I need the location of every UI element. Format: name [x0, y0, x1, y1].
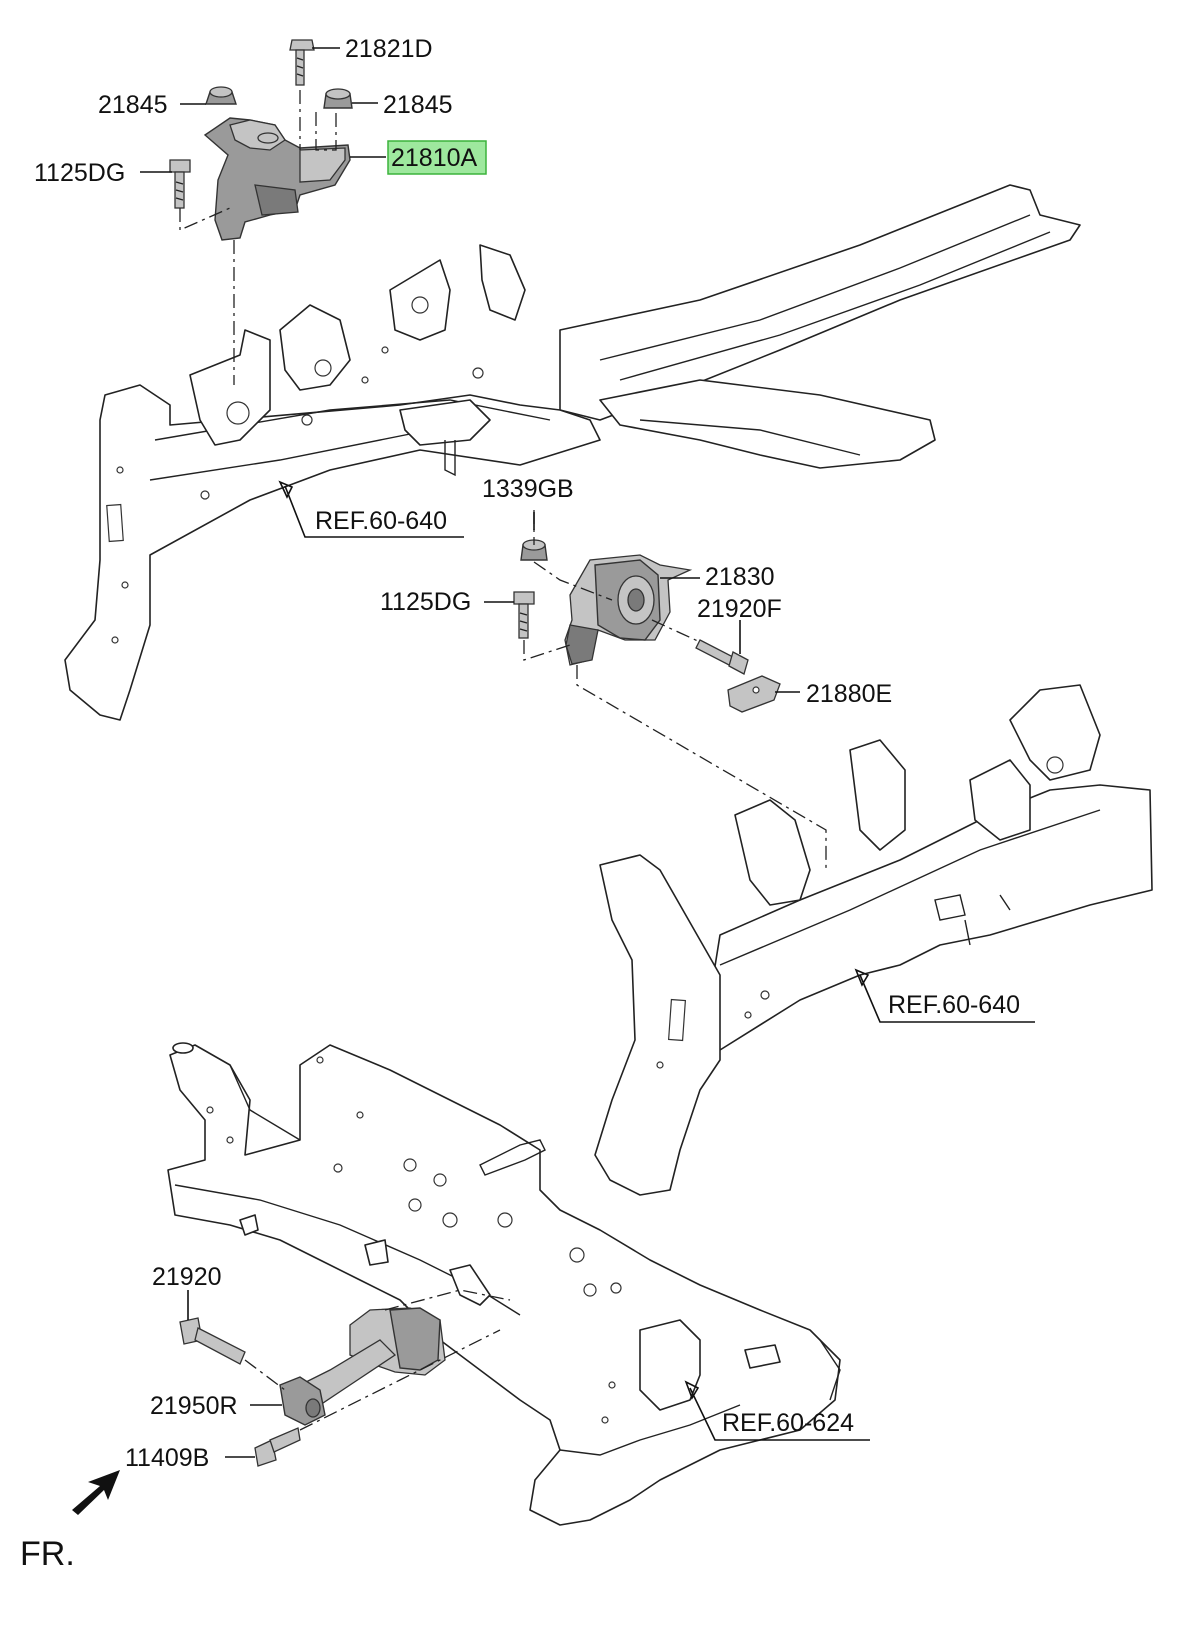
bolt-21821D[interactable] — [289, 39, 315, 86]
ref-60-640-top[interactable]: REF.60-640 — [315, 507, 447, 535]
label-11409B[interactable]: 11409B — [125, 1444, 209, 1472]
front-direction-label: FR. — [20, 1535, 75, 1573]
label-21830[interactable]: 21830 — [705, 563, 775, 591]
middle-frame-rail — [594, 684, 1153, 1196]
label-1339GB[interactable]: 1339GB — [482, 475, 574, 503]
bolt-11409B[interactable] — [254, 1427, 301, 1467]
bolt-1125DG-mid[interactable] — [513, 591, 535, 639]
bolt-21920[interactable] — [179, 1317, 246, 1365]
label-21920[interactable]: 21920 — [152, 1263, 222, 1291]
front-direction-arrow-icon — [72, 1470, 120, 1515]
bolt-21920F[interactable] — [695, 639, 749, 675]
clip-21880E[interactable] — [727, 675, 781, 713]
part-21950R-roll-rod[interactable] — [279, 1307, 446, 1426]
label-21880E[interactable]: 21880E — [806, 680, 892, 708]
part-21810A-mount-bracket[interactable] — [203, 117, 351, 241]
upper-frame-rail — [64, 184, 1081, 721]
label-21821D[interactable]: 21821D — [345, 35, 433, 63]
label-21920F[interactable]: 21920F — [697, 595, 782, 623]
label-21950R[interactable]: 21950R — [150, 1392, 238, 1420]
label-1125DG-top[interactable]: 1125DG — [34, 159, 125, 187]
nut-21845-right[interactable] — [323, 88, 353, 109]
label-1125DG-mid[interactable]: 1125DG — [380, 588, 471, 616]
part-21830-transmission-mount[interactable] — [564, 554, 693, 666]
ref-60-624[interactable]: REF.60-624 — [722, 1409, 854, 1437]
label-21845-right[interactable]: 21845 — [383, 91, 453, 119]
bolt-1125DG-top[interactable] — [169, 159, 191, 209]
front-subframe — [167, 1042, 841, 1526]
label-21845-left[interactable]: 21845 — [98, 91, 168, 119]
highlight-box-21810A — [387, 140, 487, 175]
nut-21845-left[interactable] — [205, 86, 237, 105]
ref-60-640-mid[interactable]: REF.60-640 — [888, 991, 1020, 1019]
label-21810A[interactable]: 21810A — [391, 144, 478, 172]
